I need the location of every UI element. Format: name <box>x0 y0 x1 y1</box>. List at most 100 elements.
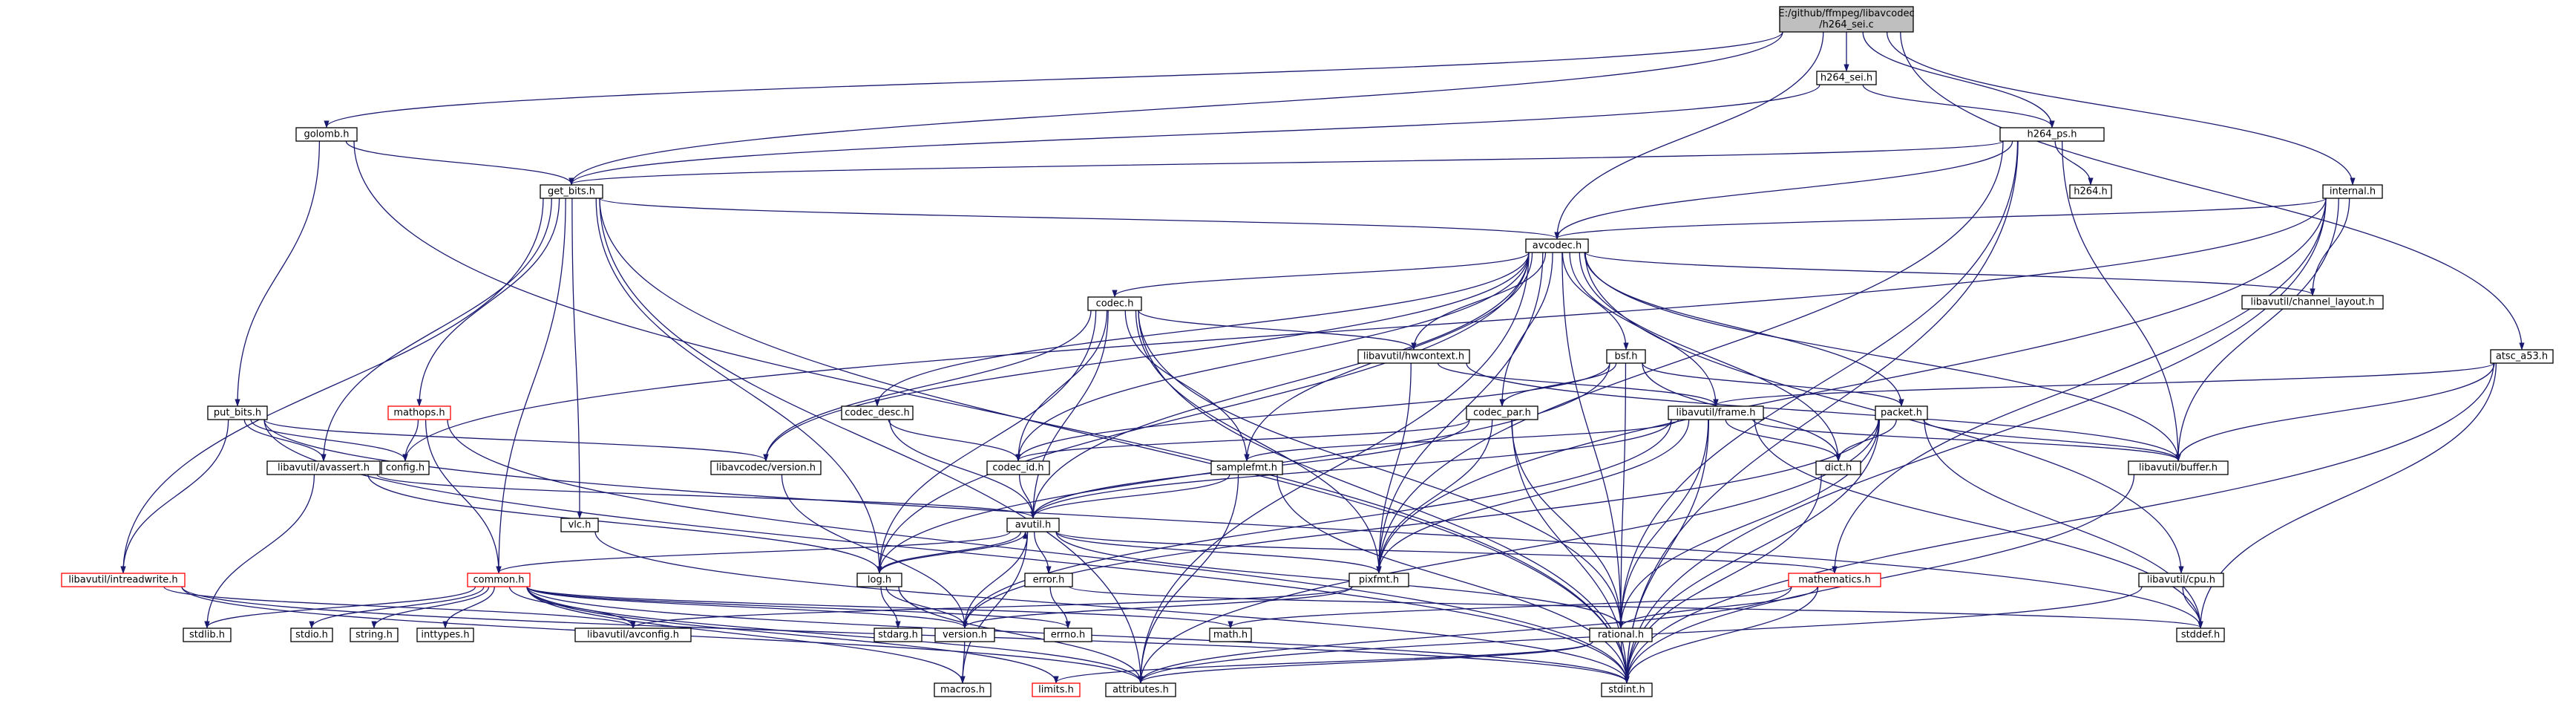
edge-codec-par-h-to-rational-h <box>1511 419 1621 628</box>
node-avutil-h[interactable]: avutil.h <box>1006 518 1060 532</box>
edge-common-h-to-version-h <box>526 586 965 628</box>
node-internal-h[interactable]: internal.h <box>2322 184 2383 199</box>
node-samplefmt-h[interactable]: samplefmt.h <box>1210 460 1283 475</box>
node-dict-h[interactable]: dict.h <box>1815 460 1861 475</box>
node-h264-h[interactable]: h264.h <box>2069 184 2112 199</box>
node-e-github-ffmpeg-libavcodec-h264-sei-c[interactable]: E:/github/ffmpeg/libavcodec/h264_sei.c <box>1778 6 1915 33</box>
edge-root-to-golomb-h <box>327 31 1783 127</box>
edge-libavutil-avassert-h-to-avutil-h <box>376 474 1033 518</box>
node-errno-h[interactable]: errno.h <box>1043 628 1092 642</box>
edge-codec-h-to-libavutil-hwcontext-h <box>1138 310 1414 349</box>
edge-codec-par-h-to-pixfmt-h <box>1379 419 1493 573</box>
edge-packet-h-to-version-h <box>965 419 1879 628</box>
edge-packet-h-to-libavutil-buffer-h <box>1923 419 2178 460</box>
node-h264-sei-h[interactable]: h264_sei.h <box>1816 71 1877 85</box>
edge-internal-h-to-pixfmt-h <box>1379 198 2327 573</box>
edge-avcodec-h-to-codec-desc-h <box>877 252 1530 405</box>
node-libavutil-frame-h[interactable]: libavutil/frame.h <box>1668 405 1764 420</box>
node-mathops-h[interactable]: mathops.h <box>387 405 451 420</box>
node-libavutil-cpu-h[interactable]: libavutil/cpu.h <box>2138 573 2224 587</box>
edge-avcodec-h-to-pixfmt-h <box>1379 252 1544 573</box>
edge-libavutil-frame-h-to-rational-h <box>1621 419 1709 628</box>
node-label: put_bits.h <box>214 408 261 419</box>
node-config-h[interactable]: config.h <box>381 460 430 475</box>
edge-avcodec-h-to-libavutil-buffer-h <box>1584 252 2178 460</box>
node-avcodec-h[interactable]: avcodec.h <box>1525 238 1589 253</box>
node-libavutil-channel-layout-h[interactable]: libavutil/channel_layout.h <box>2241 295 2384 310</box>
node-stdio-h[interactable]: stdio.h <box>290 628 333 642</box>
node-log-h[interactable]: log.h <box>856 573 902 587</box>
node-common-h[interactable]: common.h <box>467 573 531 587</box>
node-libavutil-intreadwrite-h[interactable]: libavutil/intreadwrite.h <box>61 573 186 587</box>
edge-golomb-h-to-get-bits-h <box>345 140 571 184</box>
node-label: avutil.h <box>1015 520 1052 531</box>
node-label: common.h <box>473 575 525 586</box>
node-h264-ps-h[interactable]: h264_ps.h <box>1999 127 2105 142</box>
node-label: h264_sei.h <box>1820 73 1872 84</box>
node-label: string.h <box>355 630 393 641</box>
node-golomb-h[interactable]: golomb.h <box>295 127 358 142</box>
edge-bsf-h-to-codec-par-h <box>1502 362 1617 405</box>
node-rational-h[interactable]: rational.h <box>1589 628 1653 642</box>
edge-libavutil-frame-h-to-avutil-h <box>1033 419 1672 518</box>
edge-root-to-avcodec-h <box>1557 31 1824 238</box>
node-box <box>387 405 451 420</box>
edge-packet-h-to-attributes-h <box>1141 419 1879 682</box>
edge-put-bits-h-to-libavcodec-version-h <box>263 419 766 461</box>
edge-put-bits-h-to-stdint-h <box>263 419 1627 682</box>
node-inttypes-h[interactable]: inttypes.h <box>416 628 474 642</box>
node-label: codec_desc.h <box>845 408 910 419</box>
node-box <box>381 460 430 475</box>
node-codec-h[interactable]: codec.h <box>1087 296 1142 311</box>
node-stdlib-h[interactable]: stdlib.h <box>183 628 232 642</box>
node-stdarg-h[interactable]: stdarg.h <box>874 628 922 642</box>
node-box <box>1006 518 1060 532</box>
node-label: libavutil/channel_layout.h <box>2251 297 2375 308</box>
node-box <box>2069 184 2112 199</box>
edge-avutil-h-to-common-h <box>499 531 1011 573</box>
node-atsc-a53-h[interactable]: atsc_a53.h <box>2490 349 2554 364</box>
node-string-h[interactable]: string.h <box>350 628 399 642</box>
node-put-bits-h[interactable]: put_bits.h <box>207 405 268 420</box>
edge-samplefmt-h-to-avutil-h <box>1033 474 1230 518</box>
edge-get-bits-h-to-common-h <box>499 198 566 573</box>
node-version-h[interactable]: version.h <box>934 628 995 642</box>
node-label: stdarg.h <box>878 630 918 641</box>
node-mathematics-h[interactable]: mathematics.h <box>1788 573 1881 587</box>
node-box <box>540 184 603 199</box>
edge-libavutil-frame-h-to-stdint-h <box>1627 419 1710 682</box>
node-codec-desc-h[interactable]: codec_desc.h <box>841 405 914 420</box>
node-packet-h[interactable]: packet.h <box>1875 405 1928 420</box>
edge-common-h-to-stdio-h <box>312 586 485 628</box>
node-get-bits-h[interactable]: get_bits.h <box>540 184 603 199</box>
node-error-h[interactable]: error.h <box>1024 573 1073 587</box>
node-libavutil-hwcontext-h[interactable]: libavutil/hwcontext.h <box>1357 349 1470 364</box>
edge-packet-h-to-stddef-h <box>1924 419 2200 628</box>
node-label: stdlib.h <box>189 630 225 641</box>
node-math-h[interactable]: math.h <box>1209 628 1252 642</box>
node-box <box>841 405 914 420</box>
edge-avcodec-h-to-libavutil-hwcontext-h <box>1414 252 1547 349</box>
node-libavutil-avassert-h[interactable]: libavutil/avassert.h <box>266 460 381 475</box>
node-limits-h[interactable]: limits.h <box>1032 682 1081 697</box>
node-box <box>467 573 531 587</box>
edge-common-h-to-limits-h <box>526 586 1056 682</box>
edge-avutil-h-to-rational-h <box>1055 531 1621 628</box>
node-bsf-h[interactable]: bsf.h <box>1606 349 1646 364</box>
node-pixfmt-h[interactable]: pixfmt.h <box>1348 573 1409 587</box>
node-attributes-h[interactable]: attributes.h <box>1105 682 1176 697</box>
node-label: error.h <box>1033 575 1065 586</box>
node-libavutil-buffer-h[interactable]: libavutil/buffer.h <box>2128 460 2229 475</box>
node-vlc-h[interactable]: vlc.h <box>560 518 599 532</box>
node-box <box>874 628 922 642</box>
node-stddef-h[interactable]: stddef.h <box>2176 628 2225 642</box>
node-codec-id-h[interactable]: codec_id.h <box>986 460 1050 475</box>
node-macros-h[interactable]: macros.h <box>934 682 992 697</box>
node-libavutil-avconfig-h[interactable]: libavutil/avconfig.h <box>574 628 692 642</box>
node-stdint-h[interactable]: stdint.h <box>1601 682 1653 697</box>
node-codec-par-h[interactable]: codec_par.h <box>1466 405 1538 420</box>
node-libavcodec-version-h[interactable]: libavcodec/version.h <box>710 460 822 475</box>
node-label: inttypes.h <box>421 630 469 641</box>
edge-get-bits-h-to-log-h <box>595 198 879 573</box>
